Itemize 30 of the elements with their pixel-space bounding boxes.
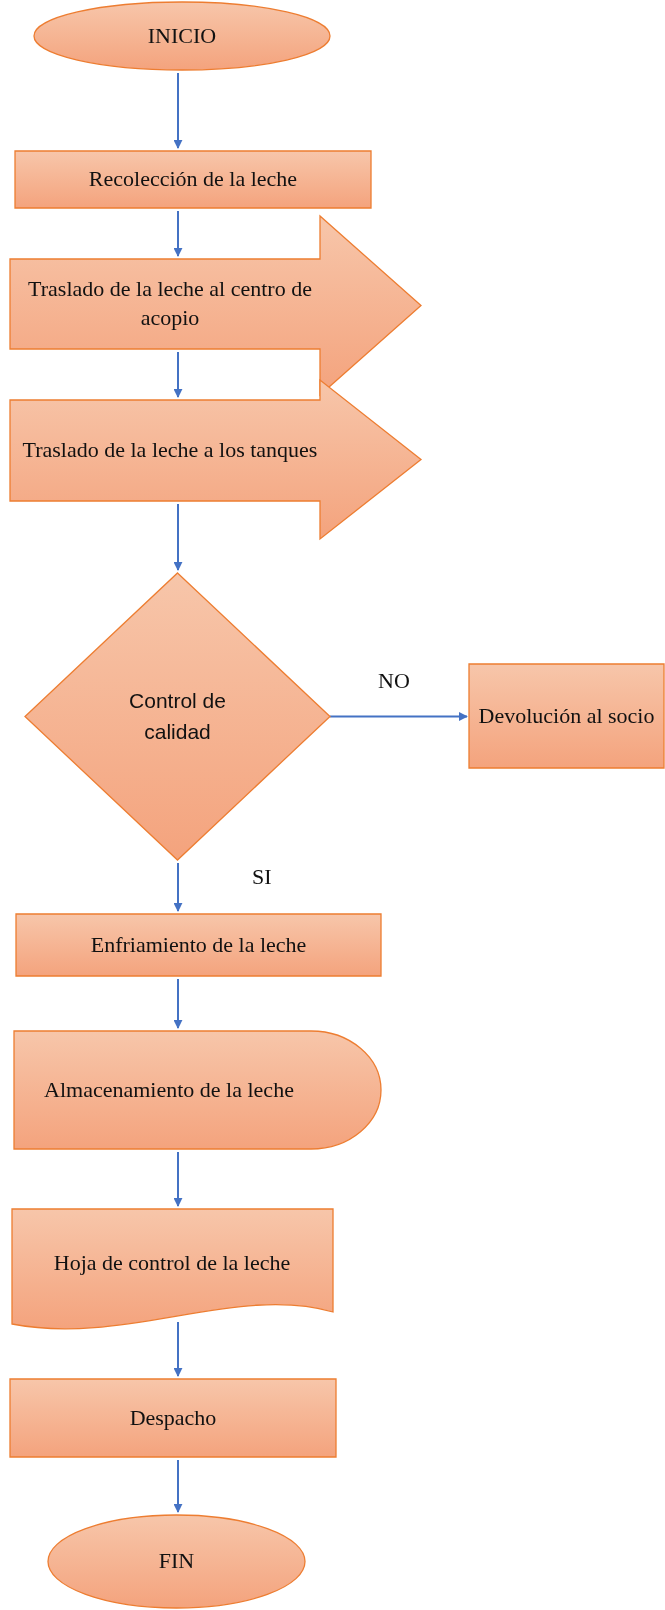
arrow xyxy=(173,351,183,398)
node-label: Enfriamiento de la leche xyxy=(90,930,307,959)
terminal-ellipse xyxy=(48,1515,305,1608)
arrow xyxy=(173,210,183,257)
node-label: Almacenamiento de la leche xyxy=(44,1075,294,1104)
arrow xyxy=(173,503,183,571)
arrow xyxy=(173,72,183,149)
node-label: Hoja de control de la leche xyxy=(53,1248,291,1277)
arrow xyxy=(173,1151,183,1207)
arrow xyxy=(173,1459,183,1513)
node-label: Traslado de la leche a los tanques xyxy=(22,436,318,465)
node-label: FIN xyxy=(158,1547,195,1576)
arrow xyxy=(173,862,183,912)
process-box xyxy=(10,1379,336,1457)
node-label: Despacho xyxy=(129,1403,217,1432)
arrow xyxy=(329,712,468,721)
process-box xyxy=(15,151,371,208)
node-label: Traslado de la leche al centro de acopio xyxy=(27,275,313,332)
node-label: Control de calidad xyxy=(128,688,227,745)
node-label: Recolección de la leche xyxy=(88,165,298,194)
terminal-ellipse xyxy=(34,2,330,70)
node-label: INICIO xyxy=(147,21,217,50)
block-arrow-shape xyxy=(10,380,421,539)
arrow xyxy=(173,978,183,1029)
arrow xyxy=(173,1321,183,1377)
process-box xyxy=(469,664,664,768)
delay-shape xyxy=(14,1031,381,1149)
process-box xyxy=(16,914,381,976)
decision-diamond xyxy=(25,573,330,860)
node-label: Devolución al socio xyxy=(478,701,655,730)
